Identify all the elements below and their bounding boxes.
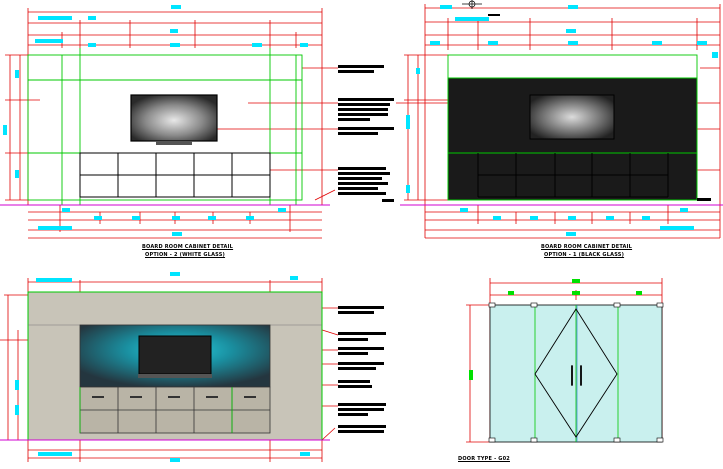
door-handle-icon (571, 365, 582, 386)
tv-screen-icon (138, 335, 212, 375)
caption-white-glass-title: BOARD ROOM CABINET DETAIL (142, 244, 234, 250)
white-glass-elevation (0, 5, 394, 239)
center-mark-icon (462, 0, 482, 9)
caption-black-glass-subtitle: OPTION - 1 (BLACK GLASS) (544, 252, 625, 258)
caption-door-title: DOOR TYPE - G02 (458, 456, 510, 462)
tv-screen-icon (529, 94, 615, 140)
black-glass-elevation (396, 0, 723, 239)
teal-glass-elevation (0, 272, 386, 462)
door-elevation (466, 278, 664, 443)
caption-white-glass-subtitle: OPTION - 2 (WHITE GLASS) (145, 252, 226, 258)
tv-screen-icon (130, 94, 218, 142)
caption-black-glass-title: BOARD ROOM CABINET DETAIL (541, 244, 633, 250)
